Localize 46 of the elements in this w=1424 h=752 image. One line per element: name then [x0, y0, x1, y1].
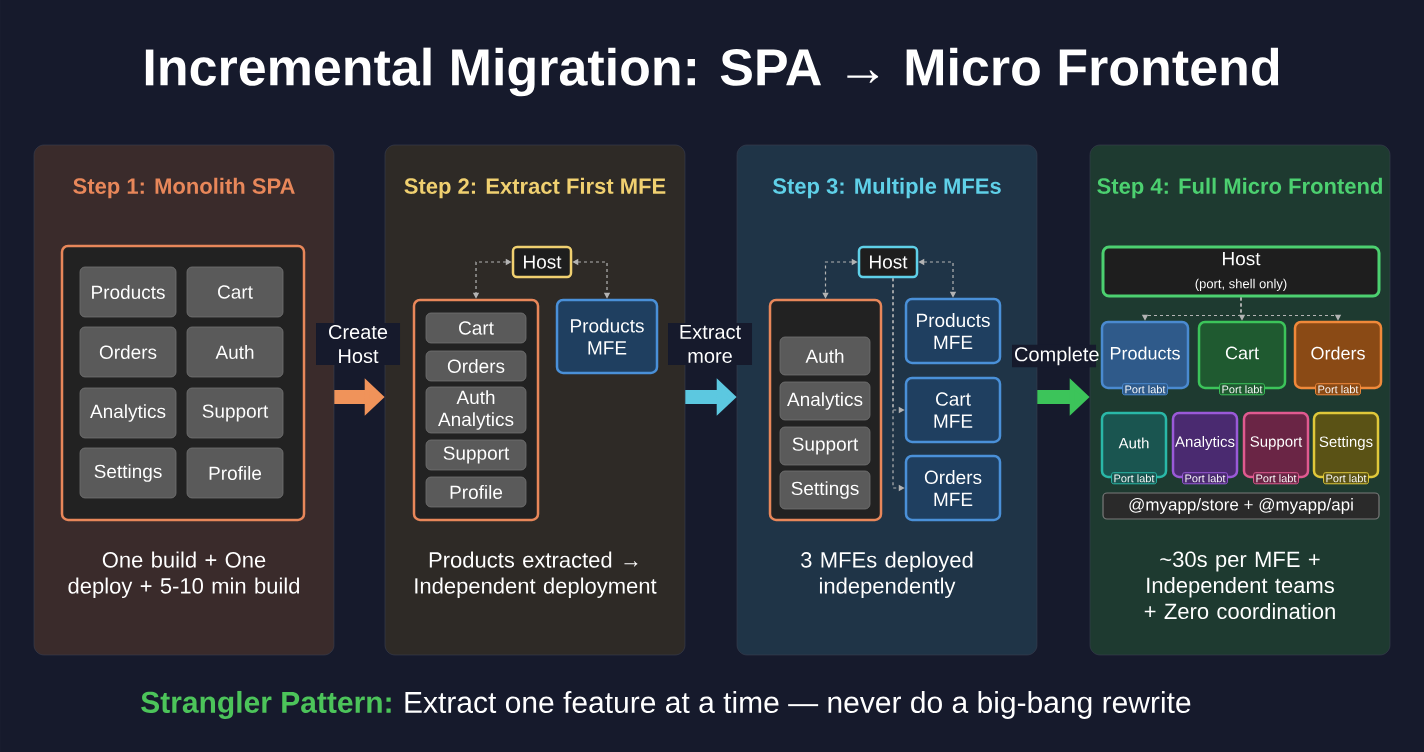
- module-box: Auth: [779, 336, 871, 376]
- panel-caption: ~30s per MFE + Independent teams + Zero coordination: [1144, 551, 1335, 620]
- port-badge: Port labt: [1111, 472, 1157, 485]
- module-box: Analytics: [79, 387, 177, 439]
- module-box: Support: [425, 439, 527, 471]
- port-badge: Port labt: [1323, 472, 1369, 485]
- edge-label: Complete: [1012, 344, 1099, 368]
- edge-label: Extract more: [668, 323, 752, 365]
- port-badge: Port labt: [1182, 472, 1228, 485]
- mfe-box: Products MFE: [904, 297, 1002, 365]
- module-box: Analytics: [779, 381, 871, 421]
- mfe-box: Orders MFE: [904, 454, 1002, 522]
- host-box: Host: [511, 245, 573, 279]
- panel-heading: Step 3: Multiple MFEs: [772, 177, 1001, 199]
- port-badge: Port labt: [1219, 383, 1265, 396]
- module-box: Support: [186, 387, 284, 439]
- port-badge: Port labt: [1122, 383, 1168, 396]
- module-box: Orders: [79, 326, 177, 378]
- panel-heading: Step 1: Monolith SPA: [73, 177, 295, 199]
- shared-library-bar: @myapp/store + @myapp/api: [1102, 492, 1380, 520]
- module-box: Auth: [186, 326, 284, 378]
- module-box: Profile: [425, 476, 527, 508]
- module-box: Orders: [425, 350, 527, 382]
- panel-heading: Step 2: Extract First MFE: [404, 177, 666, 199]
- host-box: Host (port, shell only): [1101, 245, 1381, 298]
- title: Incremental Migration: SPA → Micro Frontend: [145, 47, 1279, 97]
- port-badge: Port labt: [1253, 472, 1299, 485]
- mfe-box: Cart MFE: [904, 376, 1002, 444]
- footer-heading: Strangler Pattern:: [141, 690, 391, 720]
- port-badge: Port labt: [1315, 383, 1361, 396]
- panel-caption: 3 MFEs deployed independently: [801, 551, 973, 599]
- edge-label: Create Host: [316, 322, 400, 366]
- module-box: Products: [79, 266, 177, 318]
- panel-heading: Step 4: Full Micro Frontend: [1097, 177, 1382, 199]
- module-box: Cart: [425, 312, 527, 344]
- module-box: Profile: [186, 447, 284, 499]
- mfe-box: Products MFE: [555, 298, 659, 375]
- module-box: Support: [779, 426, 871, 466]
- module-box: Auth Analytics: [425, 386, 527, 434]
- module-box: Settings: [779, 470, 871, 510]
- module-box: Settings: [79, 447, 177, 499]
- footer-text: Extract one feature at a time — never do a big-bang rewrite: [405, 691, 1191, 719]
- module-box: Cart: [186, 266, 284, 318]
- host-box: Host: [857, 245, 919, 279]
- panel-caption: Products extracted → Independent deployment: [415, 551, 657, 599]
- panel-caption: One build + One deploy + 5-10 min build: [68, 551, 300, 599]
